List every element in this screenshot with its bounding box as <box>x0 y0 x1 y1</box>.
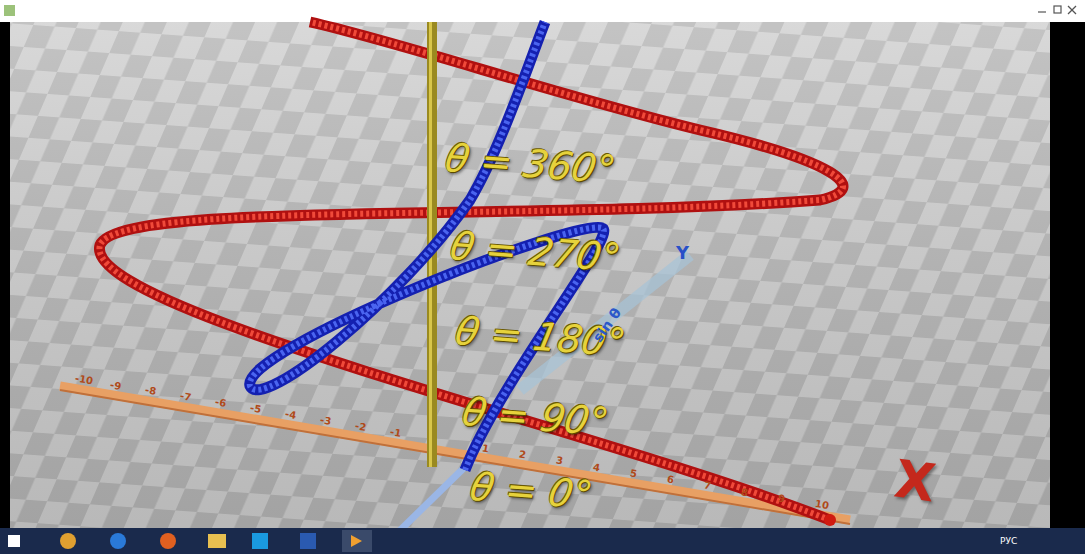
tick-number: -4 <box>284 409 297 421</box>
angle-label: θ = 360° <box>442 139 619 189</box>
language-indicator: РУС <box>1000 537 1017 546</box>
red-cos-curve <box>99 22 843 520</box>
tick-number: -5 <box>249 403 262 415</box>
tick-number: -1 <box>389 427 402 439</box>
x-axis-edge <box>60 390 850 524</box>
checker-floor <box>10 22 1050 528</box>
angle-label: θ = 270° <box>447 227 624 277</box>
window-controls <box>1038 6 1076 14</box>
x-axis-bar <box>60 386 850 520</box>
window-icon <box>4 5 15 16</box>
tick-number: -3 <box>319 415 332 427</box>
angle-label: θ = 0° <box>467 468 596 514</box>
axis-letter: X <box>892 452 939 509</box>
curve-start-dot <box>824 514 836 526</box>
floor-shade <box>10 22 1050 528</box>
taskbar <box>0 528 1085 554</box>
red-cos-beads <box>99 22 843 520</box>
tick-number: -9 <box>109 380 122 392</box>
angle-label: θ = 90° <box>459 393 612 441</box>
tick-number: -6 <box>214 397 227 409</box>
axis-letter: Y <box>676 244 689 262</box>
tick-number: -2 <box>354 421 367 433</box>
title-bar <box>0 0 1085 22</box>
taskbar-icons <box>8 530 372 552</box>
